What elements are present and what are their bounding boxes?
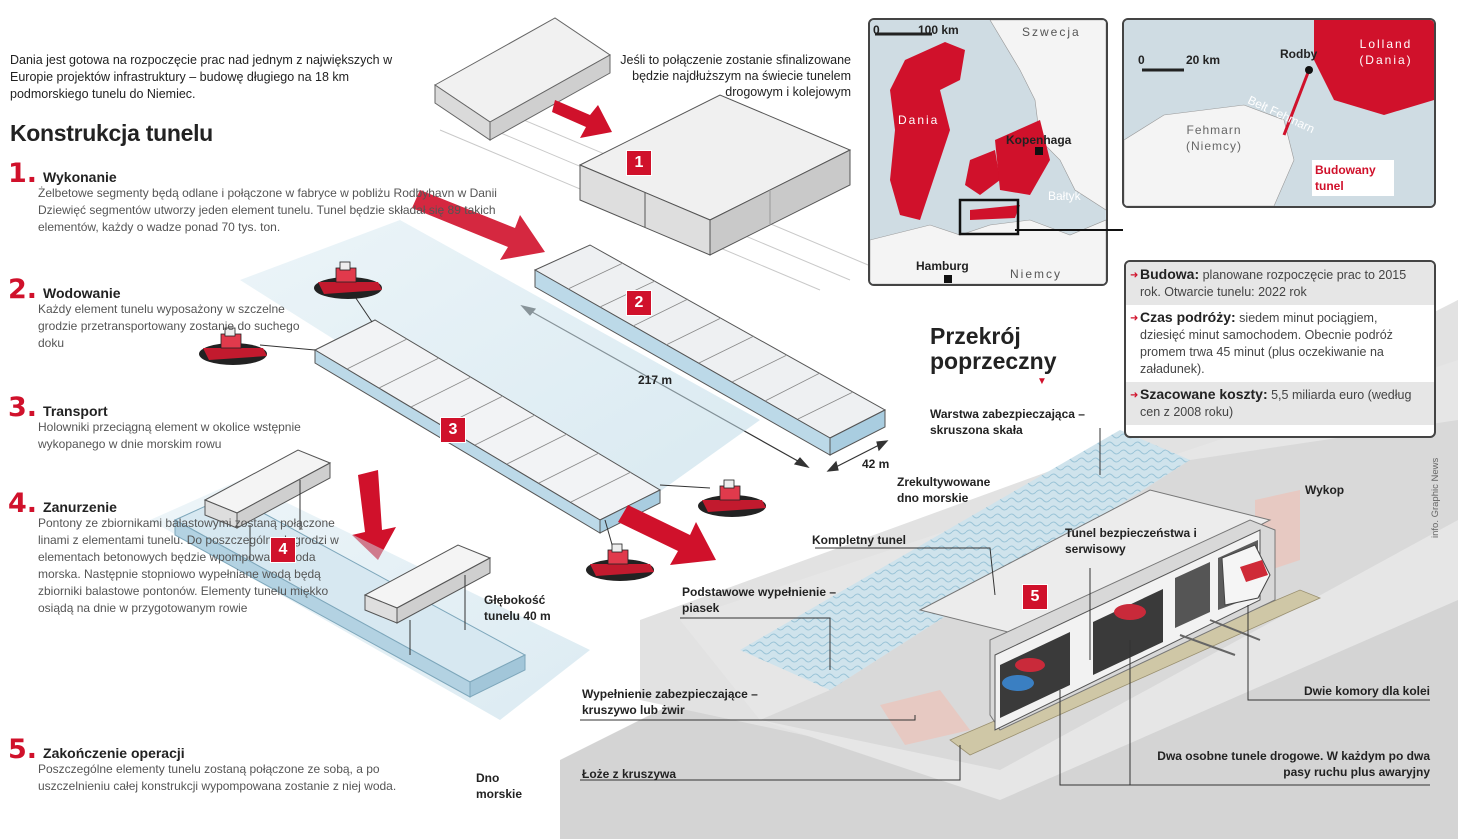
step-title: Zakończenie operacji bbox=[43, 745, 185, 761]
step-title: Wodowanie bbox=[43, 285, 121, 301]
tugboat bbox=[199, 327, 267, 365]
arrow-2 bbox=[412, 190, 545, 260]
step-3: 3. Transport Holowniki przeciągną element… bbox=[8, 392, 348, 453]
info-travel-time: ➜ Czas podróży: siedem minut pociągiem, … bbox=[1126, 305, 1434, 382]
segment-small bbox=[434, 17, 611, 141]
segment-4 bbox=[173, 494, 527, 698]
depth-label: Głębokość tunelu 40 m bbox=[484, 593, 551, 623]
tugboat bbox=[586, 543, 654, 581]
step-text: Pontony ze zbiornikami balastowymi zosta… bbox=[38, 516, 339, 615]
step-text: Holowniki przeciągną element w okolice w… bbox=[38, 420, 301, 451]
info-construction: ➜ Budowa: planowane rozpoczęcie prac to … bbox=[1126, 262, 1434, 305]
width-label: 42 m bbox=[862, 457, 890, 471]
badge-5: 5 bbox=[1022, 584, 1048, 610]
step-number: 5. bbox=[8, 734, 38, 765]
info-box: ➜ Budowa: planowane rozpoczęcie prac to … bbox=[1124, 260, 1436, 438]
length-label: 217 m bbox=[638, 373, 673, 387]
step-number: 2. bbox=[8, 274, 38, 305]
label-protect-layer: Warstwa zabezpieczająca – skruszona skał… bbox=[930, 407, 1085, 437]
title-arrow-icon: ▼ bbox=[1037, 376, 1047, 387]
map-label-baltic: Bałtyk bbox=[1048, 189, 1081, 203]
info-cost: ➜ Szacowane koszty: 5,5 miliarda euro (w… bbox=[1126, 382, 1434, 425]
step-1: 1. Wykonanie Żelbetowe segmenty będą odla… bbox=[8, 158, 548, 236]
map-scale: 20 km bbox=[1186, 53, 1221, 67]
map-label-hamburg: Hamburg bbox=[916, 259, 969, 273]
step-5: 5. Zakończenie operacji Poszczególne elem… bbox=[8, 734, 398, 795]
step-title: Wykonanie bbox=[43, 169, 117, 185]
label-seabed: Dno morskie bbox=[476, 771, 523, 801]
credit: info. Graphic News bbox=[1430, 457, 1441, 538]
info-text: 5,5 miliarda euro (według cen z 2008 rok… bbox=[1140, 388, 1412, 419]
label-service-tunnel: Tunel bezpieczeństwa i serwisowy bbox=[1065, 526, 1197, 556]
map-label-lolland: Lolland (Dania) bbox=[1359, 37, 1413, 67]
label-bed: Łoże z kruszywa bbox=[582, 767, 677, 781]
zoom-box bbox=[958, 198, 1020, 236]
label-complete-tunnel: Kompletny tunel bbox=[812, 533, 907, 547]
credit-wrapper: info. Graphic News bbox=[1430, 450, 1444, 540]
arrow-icon: ➜ bbox=[1130, 390, 1139, 401]
step-text: Każdy element tunelu wyposażony w szczel… bbox=[38, 302, 300, 350]
label-roads: Dwa osobne tunele drogowe. W każdym po d… bbox=[1157, 749, 1430, 779]
leader-lines bbox=[580, 428, 1430, 786]
arrow-3 bbox=[618, 505, 716, 565]
badge-4: 4 bbox=[270, 537, 296, 563]
map-fehmarn: 0 20 km Rodby Lolland (Dania) Fehmarn (N… bbox=[1122, 18, 1436, 208]
step-number: 4. bbox=[8, 488, 38, 519]
step-number: 3. bbox=[8, 392, 38, 423]
badge-3: 3 bbox=[440, 417, 466, 443]
step-number: 1. bbox=[8, 158, 38, 189]
arrow-1 bbox=[552, 100, 612, 138]
info-text: siedem minut pociągiem, dziesięć minut s… bbox=[1140, 311, 1393, 376]
top-note: Jeśli to połączenie zostanie sfinalizowa… bbox=[620, 53, 851, 99]
tugboat bbox=[314, 261, 382, 299]
page-title: Konstrukcja tunelu bbox=[10, 120, 213, 146]
map-label-new-tunnel: Budowany tunel bbox=[1312, 160, 1394, 196]
info-title: Szacowane koszty: bbox=[1140, 386, 1268, 402]
map-label-germany: Niemcy bbox=[1010, 267, 1063, 281]
label-protect-fill: Wypełnienie zabezpieczające – kruszywo l… bbox=[582, 687, 758, 717]
segment-2 bbox=[533, 244, 887, 456]
map-label-sweden: Szwecja bbox=[1022, 25, 1081, 39]
step-2: 2. Wodowanie Każdy element tunelu wyposaż… bbox=[8, 274, 328, 352]
map-denmark-svg bbox=[870, 20, 1106, 284]
step-text: Poszczególne elementy tunelu zostaną poł… bbox=[38, 762, 397, 793]
info-title: Czas podróży: bbox=[1140, 309, 1236, 325]
map-label-copenhagen: Kopenhaga bbox=[1006, 133, 1072, 147]
map-label-rodby: Rodby bbox=[1280, 47, 1318, 61]
info-title: Budowa: bbox=[1140, 266, 1200, 282]
step-4: 4. Zanurzenie Pontony ze zbiornikami bala… bbox=[8, 488, 358, 617]
cross-section-title: Przekrój poprzeczny bbox=[930, 323, 1057, 374]
map-connector bbox=[1015, 229, 1123, 231]
step-text: Żelbetowe segmenty będą odlane i połączo… bbox=[38, 186, 497, 234]
map-scale: 100 km bbox=[918, 23, 959, 37]
label-excavation: Wykop bbox=[1305, 483, 1345, 497]
intro-text: Dania jest gotowa na rozpoczęcie prac na… bbox=[10, 53, 393, 101]
map-scale-zero: 0 bbox=[873, 23, 880, 37]
tugboat bbox=[698, 479, 766, 517]
segment-1 bbox=[578, 94, 852, 256]
map-scale-zero: 0 bbox=[1138, 53, 1145, 67]
arrow-icon: ➜ bbox=[1130, 313, 1139, 324]
step-title: Transport bbox=[43, 403, 108, 419]
label-basic-fill: Podstawowe wypełnienie – piasek bbox=[682, 585, 837, 615]
arrow-4 bbox=[352, 470, 396, 560]
badge-1: 1 bbox=[626, 150, 652, 176]
step-title: Zanurzenie bbox=[43, 499, 117, 515]
info-text: planowane rozpoczęcie prac to 2015 rok. … bbox=[1140, 268, 1407, 299]
pontoon bbox=[203, 449, 332, 560]
arrow-icon: ➜ bbox=[1130, 270, 1139, 281]
label-seabed-restored: Zrekultywowane dno morskie bbox=[897, 475, 991, 505]
badge-2: 2 bbox=[626, 290, 652, 316]
map-label-denmark: Dania bbox=[898, 113, 940, 127]
label-rail: Dwie komory dla kolei bbox=[1303, 684, 1430, 698]
map-denmark: 0 100 km Szwecja Dania Kopenhaga Bałtyk … bbox=[868, 18, 1108, 286]
pontoon bbox=[363, 544, 492, 655]
cross-section bbox=[680, 360, 1458, 800]
map-label-fehmarn: Fehmarn (Niemcy) bbox=[1186, 123, 1242, 153]
